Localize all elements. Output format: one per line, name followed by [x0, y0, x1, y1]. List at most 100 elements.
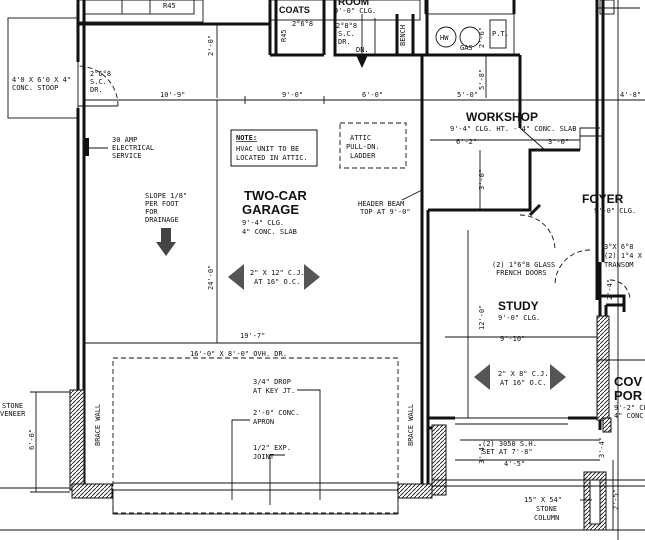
foyer-clg: 9'-0" CLG.	[594, 207, 636, 215]
garage-cj-1: 2" X 12" C.J.	[250, 269, 305, 277]
note-line-1: HVAC UNIT TO BE	[236, 145, 299, 153]
room-label: ROOM	[338, 0, 369, 8]
water-heater-icon	[435, 26, 457, 48]
garage-slab: 4" CONC. SLAB	[242, 228, 297, 236]
header-beam-2: TOP AT 9'-0"	[360, 208, 411, 216]
study-clg: 9'-0" CLG.	[498, 314, 540, 322]
garage-cj-2: AT 16" O.C.	[254, 278, 300, 286]
cover-title-1: COV	[614, 374, 643, 389]
dim-4-8: 4'-8"	[620, 91, 641, 99]
dim-4-5: 4'-5"	[504, 460, 525, 468]
stone-veneer-bottom-left	[71, 483, 113, 499]
door-size-2: S.C.	[338, 30, 355, 38]
door-size-1: 2°8°8	[336, 22, 357, 30]
r45b-label: R45	[280, 29, 288, 42]
dim-3-0: 3'-0"	[548, 138, 569, 146]
dim-6-2: 6'-2"	[456, 138, 477, 146]
stone-veneer-mid	[431, 424, 447, 496]
leader-lines	[231, 189, 592, 505]
dim-2-5: 2'-5"	[612, 489, 620, 510]
gas-label: GAS	[460, 44, 473, 52]
foyer-door-2: (2) 1°4 X 1	[604, 252, 645, 260]
study-doors-1: (2) 1°6°8 GLASS	[492, 261, 555, 269]
stone-veneer-1: STONE	[2, 402, 23, 410]
stoop-line-2: CONC. STOOP	[12, 84, 58, 92]
dn-label: DN.	[356, 46, 369, 54]
dim-3-4-a: 3'-4"	[478, 443, 486, 464]
dim-2-0: 2'-0"	[207, 35, 215, 56]
dim-9-10: 9'-10"	[500, 335, 525, 343]
study-title: STUDY	[498, 299, 539, 313]
stone-veneer-study	[596, 315, 610, 421]
slope-4: DRAINAGE	[145, 216, 179, 224]
dim-10-9: 10'-9"	[160, 91, 185, 99]
side-door	[7, 17, 119, 119]
workshop-title: WORKSHOP	[466, 110, 538, 124]
dim-3-4-b: 3'-4"	[598, 437, 606, 458]
study-cj-1: 2" X 8" C.J.	[498, 370, 549, 378]
workshop-sub: 9'-4" CLG. HT. - 4" CONC. SLAB	[450, 125, 576, 133]
dim-5-8: 5'-8"	[478, 69, 486, 90]
dim-19-7: 19'-7"	[240, 332, 265, 340]
drainage-arrow-icon	[156, 228, 176, 256]
attic-line-3: LADDER	[350, 152, 376, 160]
electrical-3: SERVICE	[112, 152, 142, 160]
header-beam-1: HEADER BEAM	[358, 200, 404, 208]
exp-joint-2: JOINT	[253, 453, 275, 461]
side-door-3: DR.	[90, 86, 103, 94]
gas-tank-icon	[459, 26, 481, 48]
foyer-title: FOYER	[582, 192, 624, 206]
r45-label: R45	[163, 2, 176, 10]
slope-1: SLOPE 1/8"	[145, 192, 187, 200]
room-clg: 9'-0" CLG.	[334, 7, 376, 15]
study-cj-2: AT 16" O.C.	[500, 379, 546, 387]
stone-veneer-2: VENEER	[0, 410, 26, 418]
dim-6-0: 6'-0"	[362, 91, 383, 99]
bench-label: BENCH	[399, 25, 407, 46]
stoop-line-1: 4'0 X 6'0 X 4"	[12, 76, 71, 84]
stone-column-3: COLUMN	[534, 514, 559, 522]
electrical-2: ELECTRICAL	[112, 144, 154, 152]
side-door-1: 2°6°8	[90, 70, 111, 78]
hvac-note-box	[230, 129, 318, 167]
slope-3: FOR	[145, 208, 158, 216]
drop-1: 3/4" DROP	[253, 378, 291, 386]
attic-line-1: ATTIC	[350, 134, 371, 142]
side-door-2: S.C.	[90, 78, 107, 86]
note-line-2: LOCATED IN ATTIC.	[236, 154, 308, 162]
dim-2-4: 2'-4"	[606, 279, 614, 300]
dim-24-0: 24'-0"	[207, 265, 215, 290]
stone-column-1: 15" X 54"	[524, 496, 562, 504]
cover-slab: 4" CONC	[614, 412, 644, 420]
foyer-door-3: TRANSOM	[604, 261, 634, 269]
garage-title-1: TWO-CAR	[244, 188, 307, 203]
pt-label: P.T.	[492, 30, 509, 38]
joist-arrows-icon	[228, 264, 566, 390]
study-window-1: (2) 3050 S.H.	[482, 440, 537, 448]
hw-label: HW	[440, 34, 449, 42]
electrical-1: 30 AMP	[112, 136, 137, 144]
coats-label: COATS	[279, 5, 310, 15]
cover-clg: 9'-2" CL	[614, 404, 645, 412]
dim-3-0-vertical: 3'-0"	[478, 169, 486, 190]
coats-door: 2°6°8	[292, 20, 313, 28]
slope-2: PER FOOT	[145, 200, 180, 208]
brace-wall-left: BRACE WALL	[94, 404, 102, 446]
dim-2-6: 2'-6"	[478, 27, 486, 48]
drop-2: AT KEY JT.	[253, 387, 295, 395]
stone-veneer-left	[69, 389, 85, 491]
foyer-door-1: 3°X 6°8	[604, 243, 634, 251]
study-window-2: SET AT 7'-8"	[482, 448, 533, 456]
garage-clg: 9'-4" CLG.	[242, 219, 284, 227]
dim-9-0: 9'-0"	[282, 91, 303, 99]
attic-line-2: PULL-DN.	[346, 143, 380, 151]
exp-joint-1: 1/2" EXP.	[253, 444, 291, 452]
study-doors-2: FRENCH DOORS	[496, 269, 547, 277]
stone-column-2: STONE	[536, 505, 557, 513]
cover-title-2: POR	[614, 388, 643, 403]
ovh-door: 16'-0" X 8'-0" OVH. DR.	[190, 350, 287, 358]
brace-wall-right: BRACE WALL	[407, 404, 415, 446]
dim-12-0: 12'-0"	[478, 305, 486, 330]
apron-2: APRON	[253, 418, 274, 426]
